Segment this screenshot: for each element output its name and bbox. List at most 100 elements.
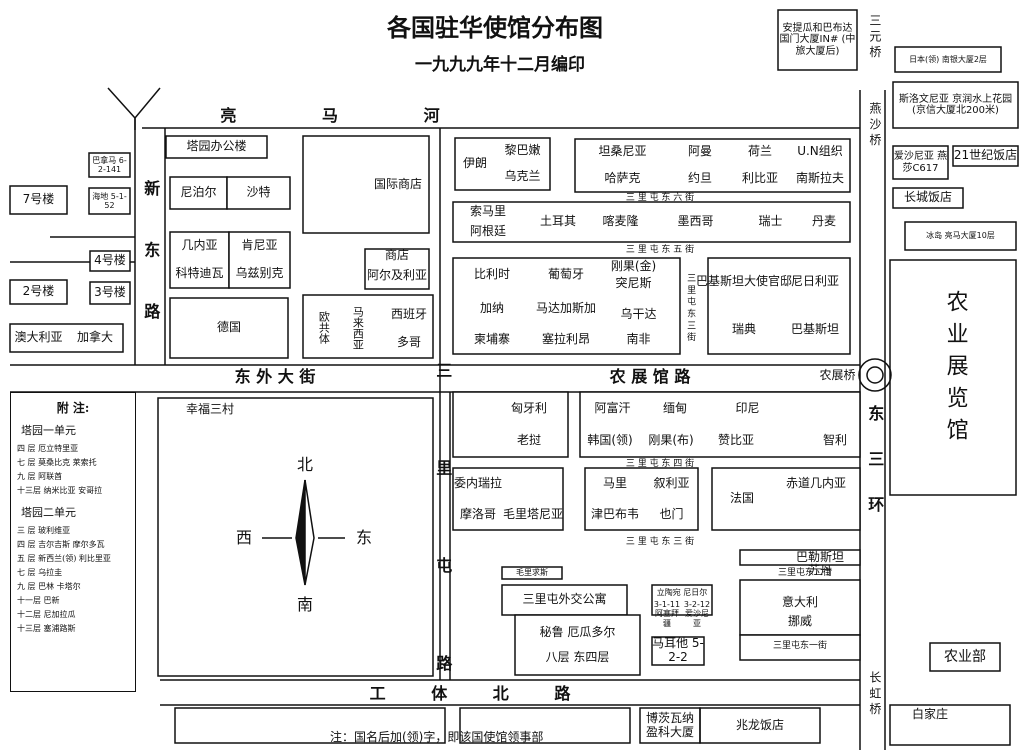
embassy-label: 利比亚 (741, 170, 778, 185)
embassy-label: 澳大利亚 (14, 330, 63, 345)
footer-note: 注：国名后加(领)字，即该国使馆领事部 (330, 730, 544, 744)
landmark-tayuan-office: 塔园办公楼 (186, 139, 247, 154)
embassy-label: 毛里塔尼亚 (503, 506, 564, 521)
street-dongsanjie: 三 里 屯 东 三 街 (625, 536, 695, 547)
bridge-nongzhan: 农展桥 (819, 368, 856, 383)
embassy-label: 沙特 (246, 185, 271, 200)
landmark-sanlitun-office: 三里屯外交公寓 (522, 592, 607, 607)
road-liangmahe: 亮 马 河 (220, 105, 480, 125)
embassy-label: 荷兰 (747, 144, 772, 159)
embassy-label: 南斯拉夫 (795, 170, 844, 185)
embassy-label: 喀麦隆 (602, 214, 639, 229)
road-gongti: 工 体 北 路 (369, 683, 591, 703)
map-title: 各国驻华使馆分布图 (387, 14, 603, 43)
notes-group-2: 塔园二单元 (21, 506, 76, 519)
embassy-label: 巴基斯坦大使官邸 (696, 274, 793, 289)
embassy-label: 阿根廷 (469, 224, 506, 239)
embassy-label: 葡萄牙 (547, 267, 584, 282)
embassy-label: 叙利亚 (653, 475, 690, 490)
embassy-label: 匈牙利 (510, 400, 547, 415)
embassy-label: 南非 (626, 332, 651, 347)
embassy-label: 巴勒斯坦 (795, 549, 844, 564)
embassy-label: 日本(领) 南银大厦2层 (909, 54, 987, 64)
compass-south: 南 (296, 594, 313, 614)
embassy-label: 缅甸 (662, 400, 687, 415)
bridge-yansha: 燕 沙 桥 (867, 102, 882, 146)
embassy-label: 乌兹别克 (235, 266, 284, 281)
embassy-label: 阿尔及利亚 (366, 268, 427, 283)
landmark-century: 21世纪饭店 (953, 148, 1018, 163)
embassy-label: 印尼 (735, 400, 760, 415)
embassy-label: 马达加斯加 (535, 301, 596, 316)
embassy-label: 墨西哥 (677, 214, 714, 229)
embassy-label: 西班牙 (390, 307, 427, 322)
embassy-label: 阿富汗 (594, 400, 631, 415)
landmark-baijiazhuang: 白家庄 (911, 707, 948, 722)
embassy-label: 尼日利亚 (790, 274, 839, 289)
notes-row: 十一层 巴新 (17, 596, 60, 605)
street-dongerjie: 三里屯东二街 (777, 567, 832, 578)
building-4: 4号楼 (94, 253, 126, 268)
embassy-label: 爱沙尼亚 燕莎C617 (893, 151, 948, 174)
notes-row: 七 层 乌拉圭 (17, 568, 63, 577)
embassy-label: 津巴布韦 (590, 506, 639, 521)
embassy-label: 多哥 (396, 334, 421, 349)
embassy-label: 瑞士 (758, 214, 783, 229)
embassy-label: 德国 (216, 320, 241, 335)
notes-row: 十二层 尼加拉瓜 (17, 610, 76, 619)
landmark-intl-store: 国际商店 (373, 177, 422, 192)
embassy-label: 3-2-12 爱沙尼亚 (683, 600, 711, 628)
embassy-label: 八层 东四层 (545, 649, 610, 664)
compass-north: 北 (296, 454, 313, 474)
embassy-label: 立陶宛 尼日尔 (656, 587, 708, 597)
landmark-xingfu: 幸福三村 (185, 402, 234, 417)
embassy-label: 安提瓜和巴布达 国门大厦IN# (中旅大厦后) (779, 22, 856, 57)
embassy-label: 意大利 (781, 594, 818, 609)
street-dongsi: 三 里 屯 东 四 街 (625, 458, 695, 469)
road-fork (107, 87, 161, 130)
embassy-label: 智利 (822, 433, 847, 448)
embassy-label: 乌干达 (620, 307, 657, 322)
embassy-label: 瑞典 (731, 322, 756, 337)
embassy-label: 刚果(金) (610, 258, 657, 273)
embassy-label: 委内瑞拉 (453, 475, 502, 490)
notes-row: 四 层 吉尔吉斯 摩尔多瓦 (17, 540, 105, 549)
landmark-nongyebu: 农业部 (944, 648, 986, 665)
embassy-label: 约旦 (687, 170, 712, 185)
embassy-label: 秘鲁 厄瓜多尔 (539, 624, 616, 639)
embassy-label: 土耳其 (539, 214, 576, 229)
embassy-label: 韩国(领) (587, 433, 633, 448)
embassy-label: 挪威 (787, 614, 812, 629)
building-2: 2号楼 (22, 284, 55, 299)
compass-east: 东 (355, 527, 372, 547)
embassy-label: 哈萨克 (604, 170, 641, 185)
notes-row: 十三层 塞浦路斯 (17, 624, 76, 633)
notes-row: 九 层 阿联酋 (17, 472, 63, 481)
embassy-label: 刚果(布) (648, 433, 694, 448)
embassy-label: 马里 (602, 475, 627, 490)
bridge-changhong: 长 虹 桥 (867, 671, 882, 715)
street-dongliu: 三 里 屯 东 六 街 (625, 192, 695, 203)
compass-west: 西 (235, 527, 252, 547)
landmark-nongye: 农业展览馆 (942, 290, 968, 450)
embassy-label: 欧共体 (317, 311, 331, 344)
embassy-label: 柬埔寨 (473, 332, 510, 347)
embassy-label: 海地 5-1-52 (92, 191, 127, 210)
embassy-label: 几内亚 (181, 238, 218, 253)
building-7: 7号楼 (22, 192, 55, 207)
notes-row: 四 层 厄立特里亚 (17, 444, 79, 453)
embassy-label: 巴基斯坦 (790, 322, 839, 337)
landmark-shop: 商店 (384, 248, 409, 263)
bridge-sanyuan: 三 元 桥 (867, 14, 882, 58)
embassy-label: 苏丹 (807, 563, 832, 578)
compass-arrow (262, 479, 345, 586)
notes-row: 五 层 新西兰(领) 利比里亚 (17, 554, 111, 563)
embassy-label: 法国 (729, 491, 754, 506)
embassy-label: 毛里求斯 (516, 568, 548, 578)
embassy-label: 坦桑尼亚 (598, 144, 647, 159)
embassy-label: 巴拿马 6-2-141 (92, 155, 127, 174)
street-dongsan: 三 里 屯 东 三 街 (685, 272, 696, 342)
notes-row: 三 层 玻利维亚 (17, 526, 71, 535)
embassy-label: 科特迪瓦 (175, 266, 224, 281)
